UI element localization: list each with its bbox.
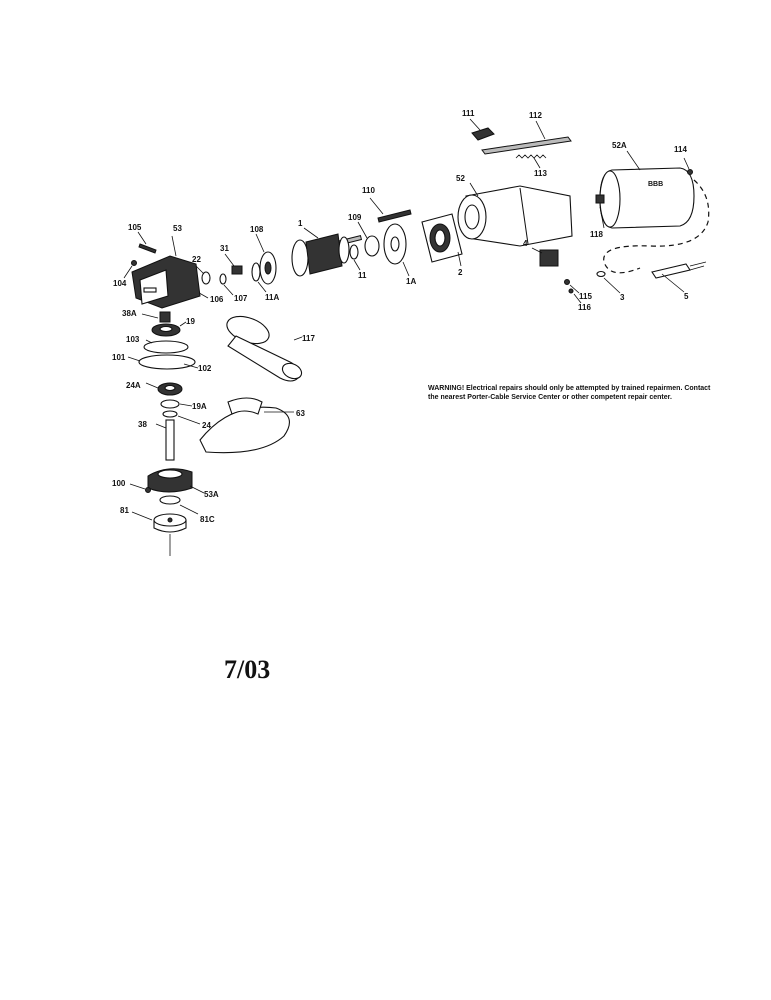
part-53A-flange-housing [147,468,205,494]
part-109-bearing [357,221,380,257]
part-52A-motor-housing: BBB [595,150,695,229]
part-116-screw [568,288,582,304]
callout-109: 109 [348,213,362,222]
callout-24A: 24A [126,381,141,390]
callout-114: 114 [674,145,687,154]
callout-53A: 53A [204,490,219,499]
callout-22: 22 [192,255,201,264]
part-52-field-housing [457,182,573,247]
part-81-flange [131,511,187,556]
callout-52A: 52A [612,141,627,150]
callout-52: 52 [456,174,465,183]
part-31-pinion [224,253,243,275]
callout-11A: 11A [265,293,279,302]
svg-text:BBB: BBB [648,181,663,188]
part-117-side-handle [226,315,303,382]
callout-2: 2 [458,268,463,277]
part-53-gear-case [131,235,201,309]
callout-115: 115 [579,292,592,301]
callout-19A: 19A [192,402,207,411]
callout-5: 5 [684,292,689,301]
callout-110: 110 [362,186,375,195]
callout-112: 112 [529,111,542,120]
callout-118: 118 [590,230,603,239]
callout-38: 38 [138,420,147,429]
callout-63: 63 [296,409,305,418]
part-2-field [421,213,463,267]
part-5-power-cord [651,261,707,293]
warning-text: WARNING! Electrical repairs should only … [428,385,711,401]
part-4-switch [531,247,559,267]
part-107-retainer [219,273,234,296]
part-110-brush [369,197,412,223]
part-19-bearing [151,321,187,337]
callout-108: 108 [250,225,264,234]
callout-3: 3 [620,293,625,302]
callout-101: 101 [112,353,126,362]
part-11A-washer [251,262,267,293]
part-81C-washer [159,495,199,515]
date-code: 7/03 [224,655,271,684]
part-113-spring [515,154,547,169]
callout-81C: 81C [200,515,215,524]
part-38-spindle [155,419,175,461]
callout-105: 105 [128,223,142,232]
part-112-switch-bar [481,120,572,155]
part-11-washer [349,244,361,271]
callout-38A: 38A [122,309,137,318]
part-100-screw [129,483,151,493]
part-114-screw [683,157,693,175]
part-1-armature [291,227,363,277]
part-115-screw [564,279,580,294]
part-19A-washer [160,399,193,409]
part-105-screw [137,231,157,254]
part-111-lever [469,118,495,141]
callout-81: 81 [120,506,129,515]
part-38A-nut [141,311,171,323]
part-118-sleeve [599,206,605,229]
callout-103: 103 [126,335,140,344]
callout-1A: 1A [406,277,416,286]
callout-100: 100 [112,479,126,488]
callout-113: 113 [534,169,547,178]
callout-4: 4 [523,239,528,248]
part-102-ring [183,363,199,369]
callout-106: 106 [210,295,224,304]
part-24A-bearing [145,382,183,396]
callout-19: 19 [186,317,195,326]
part-104-screw [123,260,137,279]
callout-117: 117 [302,334,315,343]
callout-102: 102 [198,364,212,373]
part-63-guard [199,397,294,454]
callout-107: 107 [234,294,248,303]
part-24-ring [162,410,201,425]
callout-1: 1 [298,219,303,228]
callout-11: 11 [358,271,367,280]
part-1A-baffle [383,223,410,277]
callout-116: 116 [578,303,591,312]
callout-31: 31 [220,244,229,253]
callout-104: 104 [113,279,127,288]
callout-24: 24 [202,421,211,430]
callout-111: 111 [462,109,475,118]
part-103-gear [143,339,189,354]
part-101-ring [127,354,196,370]
part-3-terminal [596,270,621,294]
callout-53: 53 [173,224,182,233]
